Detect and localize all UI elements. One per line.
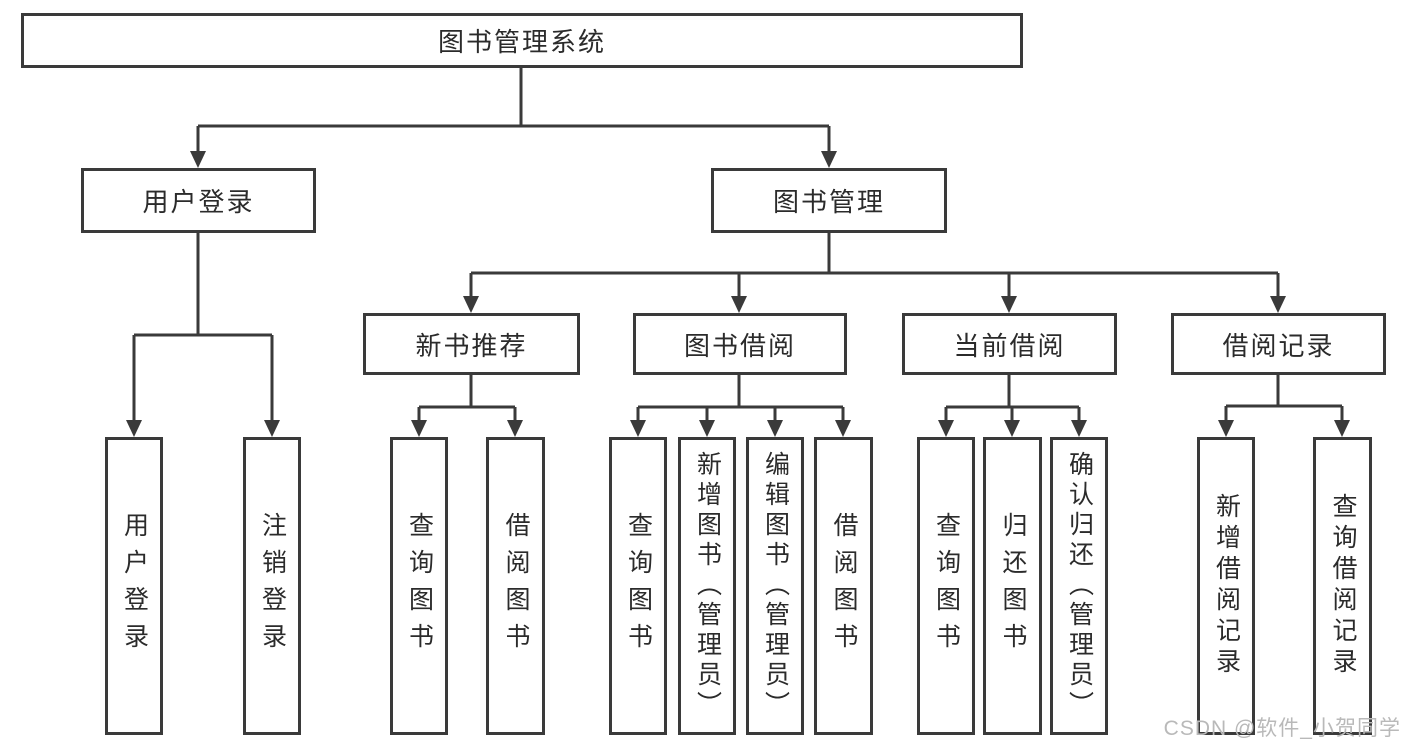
node-library-management-system: 图书管理系统 [21, 13, 1023, 68]
node-borrowing-records: 借阅记录 [1171, 313, 1386, 375]
leaf-edit-book-admin-label: 编辑图书（管理员） [761, 451, 790, 721]
leaf-confirm-return-admin: 确认归还（管理员） [1050, 437, 1108, 735]
leaf-query-books-borrow-label: 查询图书 [624, 512, 653, 660]
leaf-borrow-books-recommend-label: 借阅图书 [502, 512, 530, 660]
leaf-logout-label: 注销登录 [258, 512, 287, 660]
leaf-borrow-books-borrow: 借阅图书 [814, 437, 873, 735]
leaf-query-books-recommend: 查询图书 [390, 437, 448, 735]
leaf-query-books-current: 查询图书 [917, 437, 975, 735]
node-current-borrowing: 当前借阅 [902, 313, 1117, 375]
leaf-borrow-books-borrow-label: 借阅图书 [830, 512, 858, 660]
leaf-add-borrow-record: 新增借阅记录 [1197, 437, 1255, 735]
leaf-query-books-current-label: 查询图书 [932, 512, 961, 660]
node-new-book-recommendation: 新书推荐 [363, 313, 580, 375]
leaf-query-books-recommend-label: 查询图书 [405, 512, 434, 660]
leaf-edit-book-admin: 编辑图书（管理员） [746, 437, 804, 735]
leaf-borrow-books-recommend: 借阅图书 [486, 437, 545, 735]
leaf-return-book-label: 归还图书 [999, 512, 1027, 660]
leaf-return-book: 归还图书 [983, 437, 1042, 735]
node-user-login: 用户登录 [81, 168, 316, 233]
leaf-add-book-admin: 新增图书（管理员） [678, 437, 736, 735]
leaf-add-book-admin-label: 新增图书（管理员） [693, 451, 722, 721]
node-book-borrowing: 图书借阅 [633, 313, 847, 375]
leaf-logout: 注销登录 [243, 437, 301, 735]
leaf-user-login-label: 用户登录 [120, 512, 149, 660]
csdn-watermark: CSDN @软件_小贺同学 [1163, 717, 1401, 740]
leaf-confirm-return-admin-label: 确认归还（管理员） [1065, 451, 1094, 721]
leaf-query-books-borrow: 查询图书 [609, 437, 667, 735]
leaf-add-borrow-record-label: 新增借阅记录 [1212, 493, 1241, 679]
leaf-query-borrow-record: 查询借阅记录 [1313, 437, 1372, 735]
leaf-query-borrow-record-label: 查询借阅记录 [1329, 493, 1357, 679]
node-book-management: 图书管理 [711, 168, 947, 233]
leaf-user-login: 用户登录 [105, 437, 163, 735]
